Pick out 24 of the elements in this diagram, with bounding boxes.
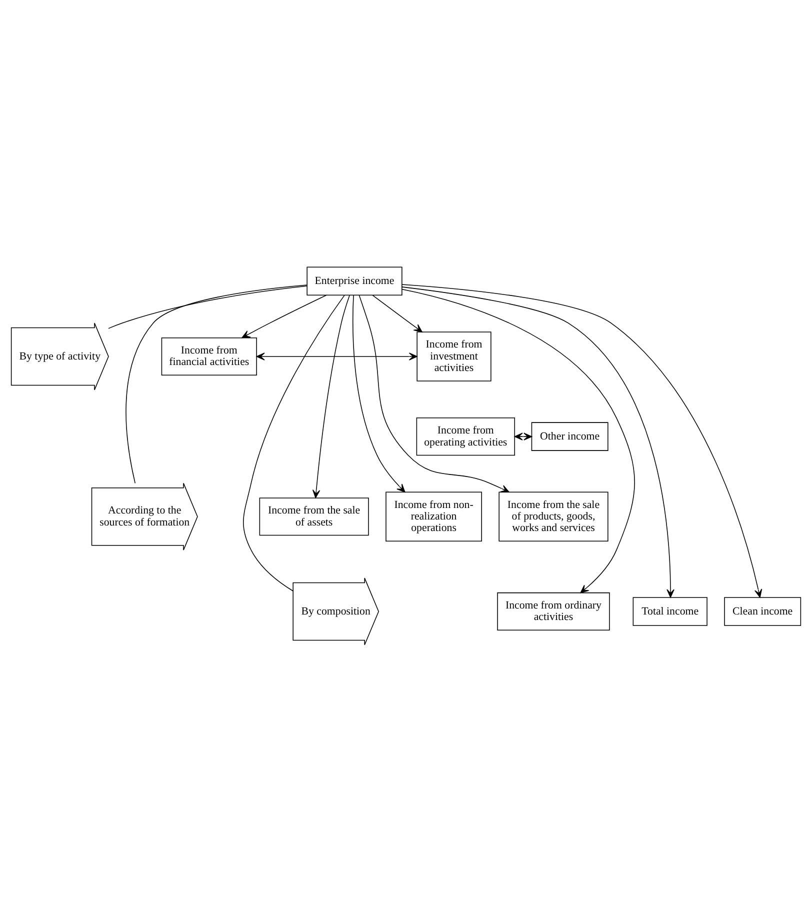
node-box: Total income: [632, 597, 708, 626]
node-box: Income from operating activities: [416, 418, 516, 456]
connector: [108, 286, 308, 329]
arrow: [352, 294, 406, 492]
arrow: [402, 284, 762, 598]
arrow: [402, 286, 674, 598]
connector: [126, 284, 308, 484]
node-box: Income from financial activities: [161, 337, 257, 376]
node-box: Income from the sale of products, goods, works and services: [498, 492, 608, 542]
node-box: Other income: [531, 422, 608, 451]
arrow: [242, 294, 327, 338]
node-box: Income from the sale of assets: [259, 498, 369, 536]
node-box: Income from investment activities: [416, 332, 492, 382]
arrow: [514, 432, 532, 440]
node-box: Clean income: [724, 597, 802, 626]
arrow: [256, 352, 418, 360]
arrow: [402, 288, 635, 594]
arrow: [358, 294, 510, 492]
arrow: [312, 295, 350, 498]
connector: [243, 294, 345, 592]
node-box: Enterprise income: [306, 266, 402, 296]
node-box: Income from ordinary activities: [497, 592, 610, 630]
arrow: [372, 294, 422, 332]
node-box: Income from non-realization operations: [386, 492, 482, 542]
